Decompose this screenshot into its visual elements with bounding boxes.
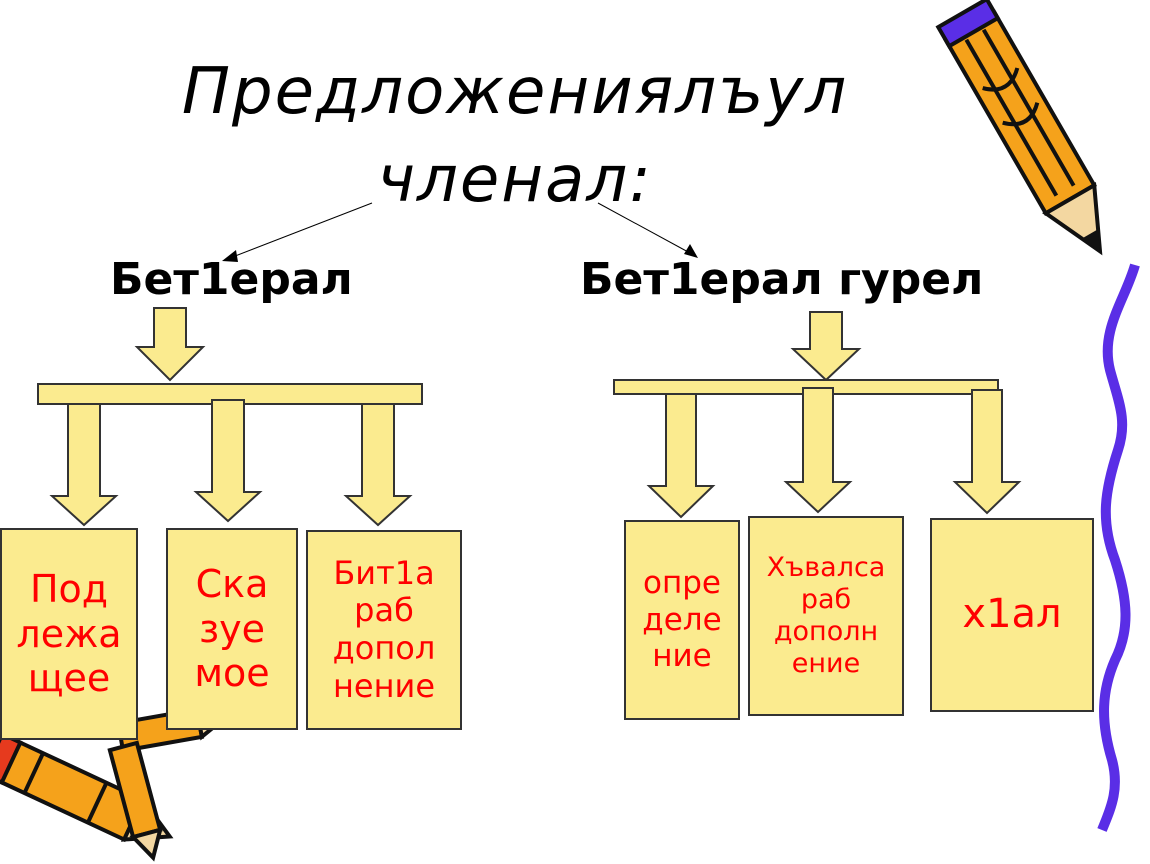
- box-bit1a-dopolnenie-label: Бит1а раб допол нение: [332, 553, 436, 705]
- box-h1al: х1ал: [930, 518, 1094, 712]
- box-opredelenie-label: опре деле ние: [642, 565, 722, 675]
- title-line-1: Предложениялъул: [181, 55, 849, 129]
- category-main-members: Бет1ерал: [110, 254, 353, 305]
- box-hvalsa-dopolnenie: Хъвалса раб дополн ение: [748, 516, 904, 716]
- box-h1al-label: х1ал: [962, 591, 1062, 638]
- box-bit1a-dopolnenie: Бит1а раб допол нение: [306, 530, 462, 730]
- box-skazuemoe: Ска зуе мое: [166, 528, 298, 730]
- pointer-arrow-right: [597, 202, 698, 258]
- box-podlezhashchee-label: Под лежа щее: [16, 566, 122, 701]
- arrow-to-podlezhashchee: [49, 403, 119, 527]
- category-secondary-members: Бет1ерал гурел: [580, 254, 984, 305]
- arrow-to-h1al: [952, 389, 1022, 515]
- box-podlezhashchee: Под лежа щее: [0, 528, 138, 740]
- pencil-icon: [935, 0, 1103, 256]
- box-skazuemoe-label: Ска зуе мое: [194, 561, 270, 696]
- arrow-to-opredelenie: [646, 393, 716, 519]
- box-opredelenie: опре деле ние: [624, 520, 740, 720]
- arrow-right-main: [790, 311, 862, 382]
- title-line-2: членал:: [377, 143, 653, 217]
- arrow-to-skazuemoe: [193, 399, 263, 523]
- box-hvalsa-dopolnenie-label: Хъвалса раб дополн ение: [766, 552, 886, 679]
- decorative-wavy-border: [1097, 263, 1140, 832]
- arrow-to-bit1a-dopolnenie: [343, 403, 413, 527]
- arrow-to-hvalsa-dopolnenie: [783, 387, 853, 514]
- pointer-arrow-left: [222, 202, 373, 262]
- arrow-left-main: [134, 307, 206, 382]
